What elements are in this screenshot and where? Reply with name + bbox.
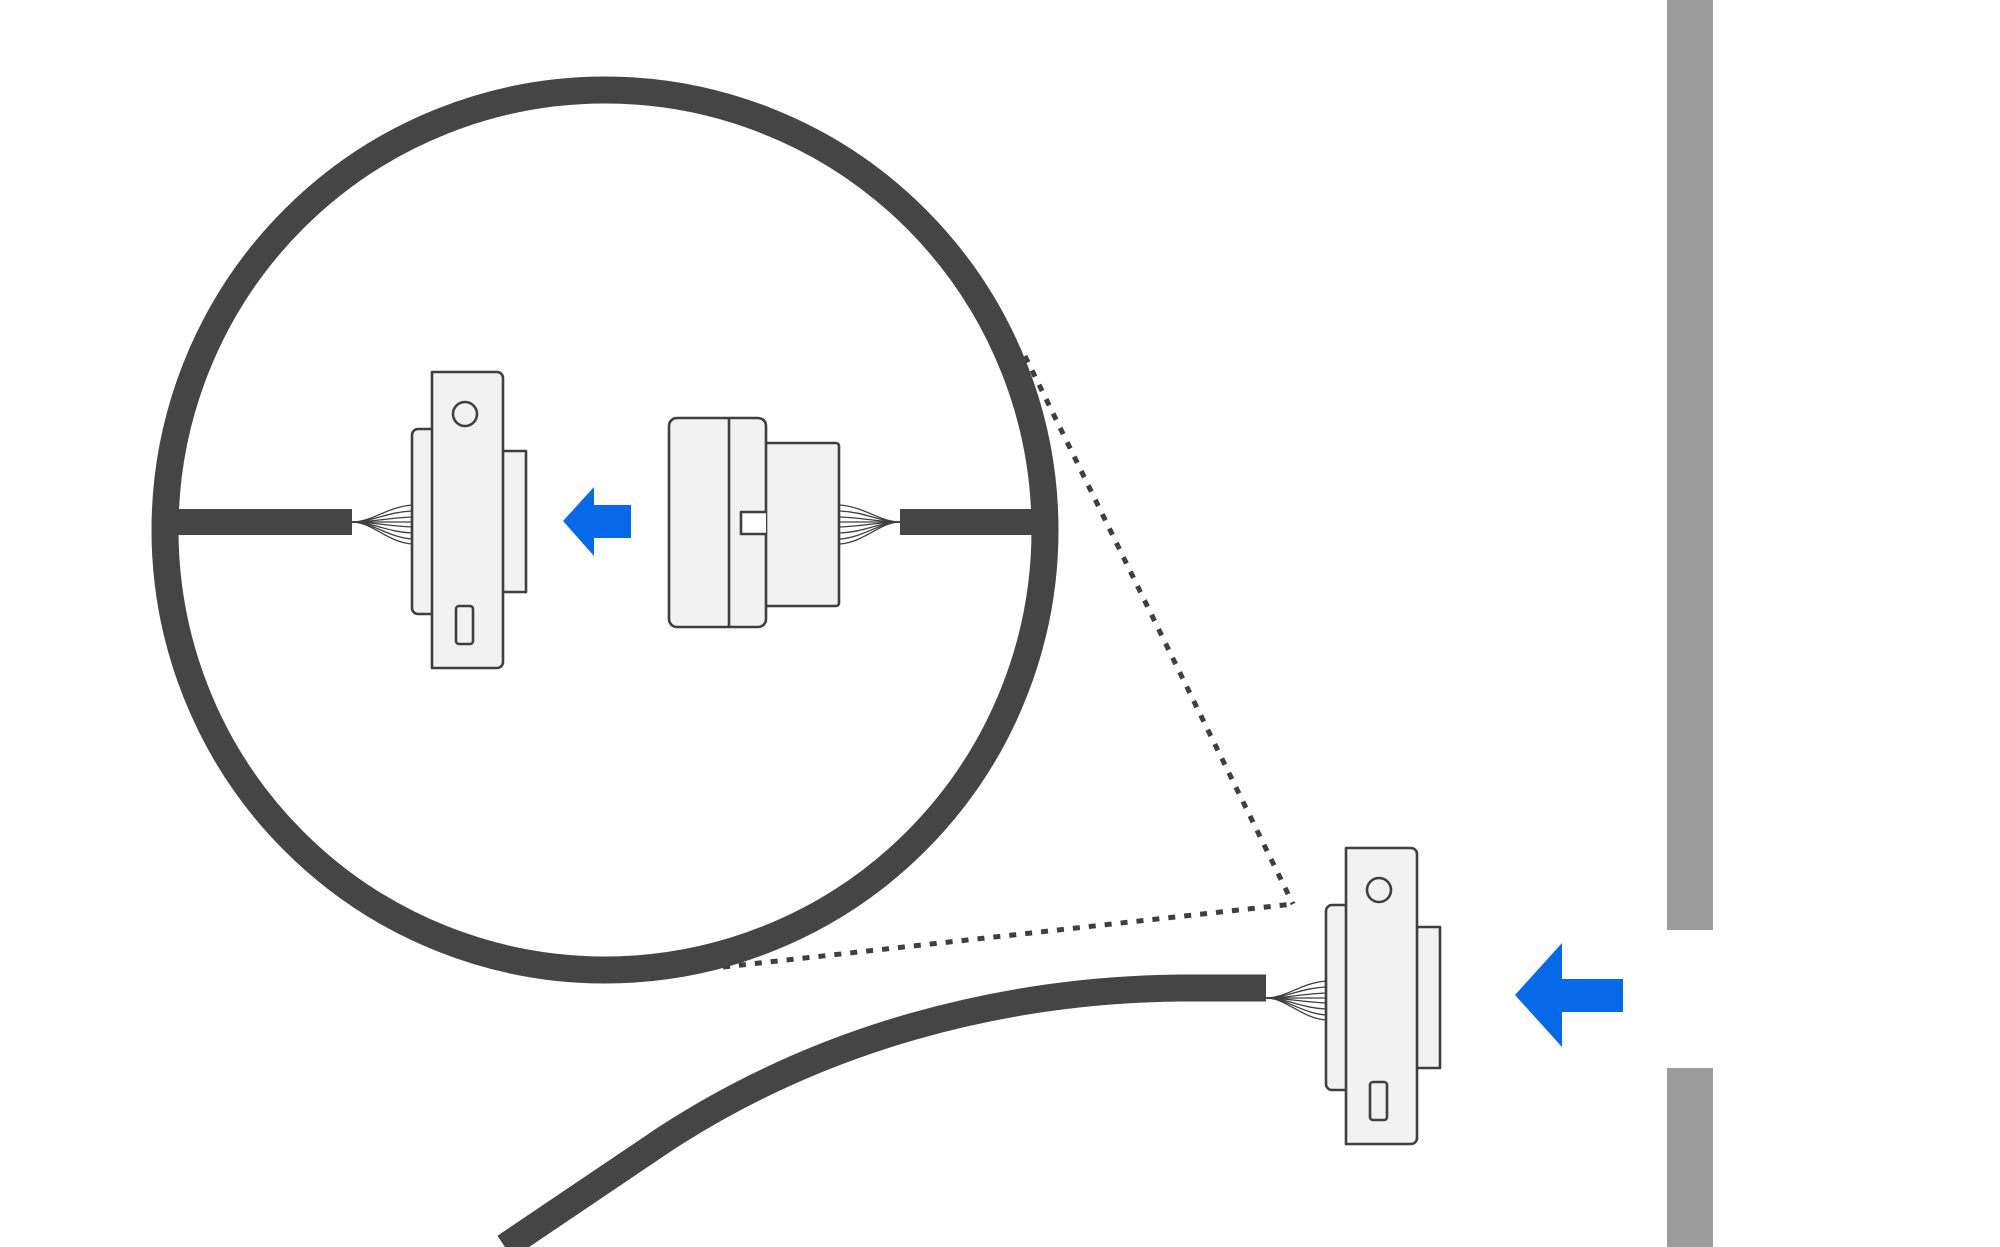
wall-lower-segment — [1667, 1068, 1713, 1247]
wall — [1667, 0, 1713, 1247]
insert-direction-arrow-icon — [1515, 943, 1623, 1047]
zoom-insert-arrow-icon — [563, 487, 631, 556]
callout-lines — [722, 354, 1296, 970]
zoom-connector-male — [667, 416, 901, 629]
main-connector — [1264, 846, 1442, 1146]
wall-upper-segment — [1667, 0, 1713, 930]
callout-line-upper — [1022, 354, 1296, 906]
zoom-callout — [151, 76, 1059, 984]
main-cable — [497, 974, 1266, 1247]
